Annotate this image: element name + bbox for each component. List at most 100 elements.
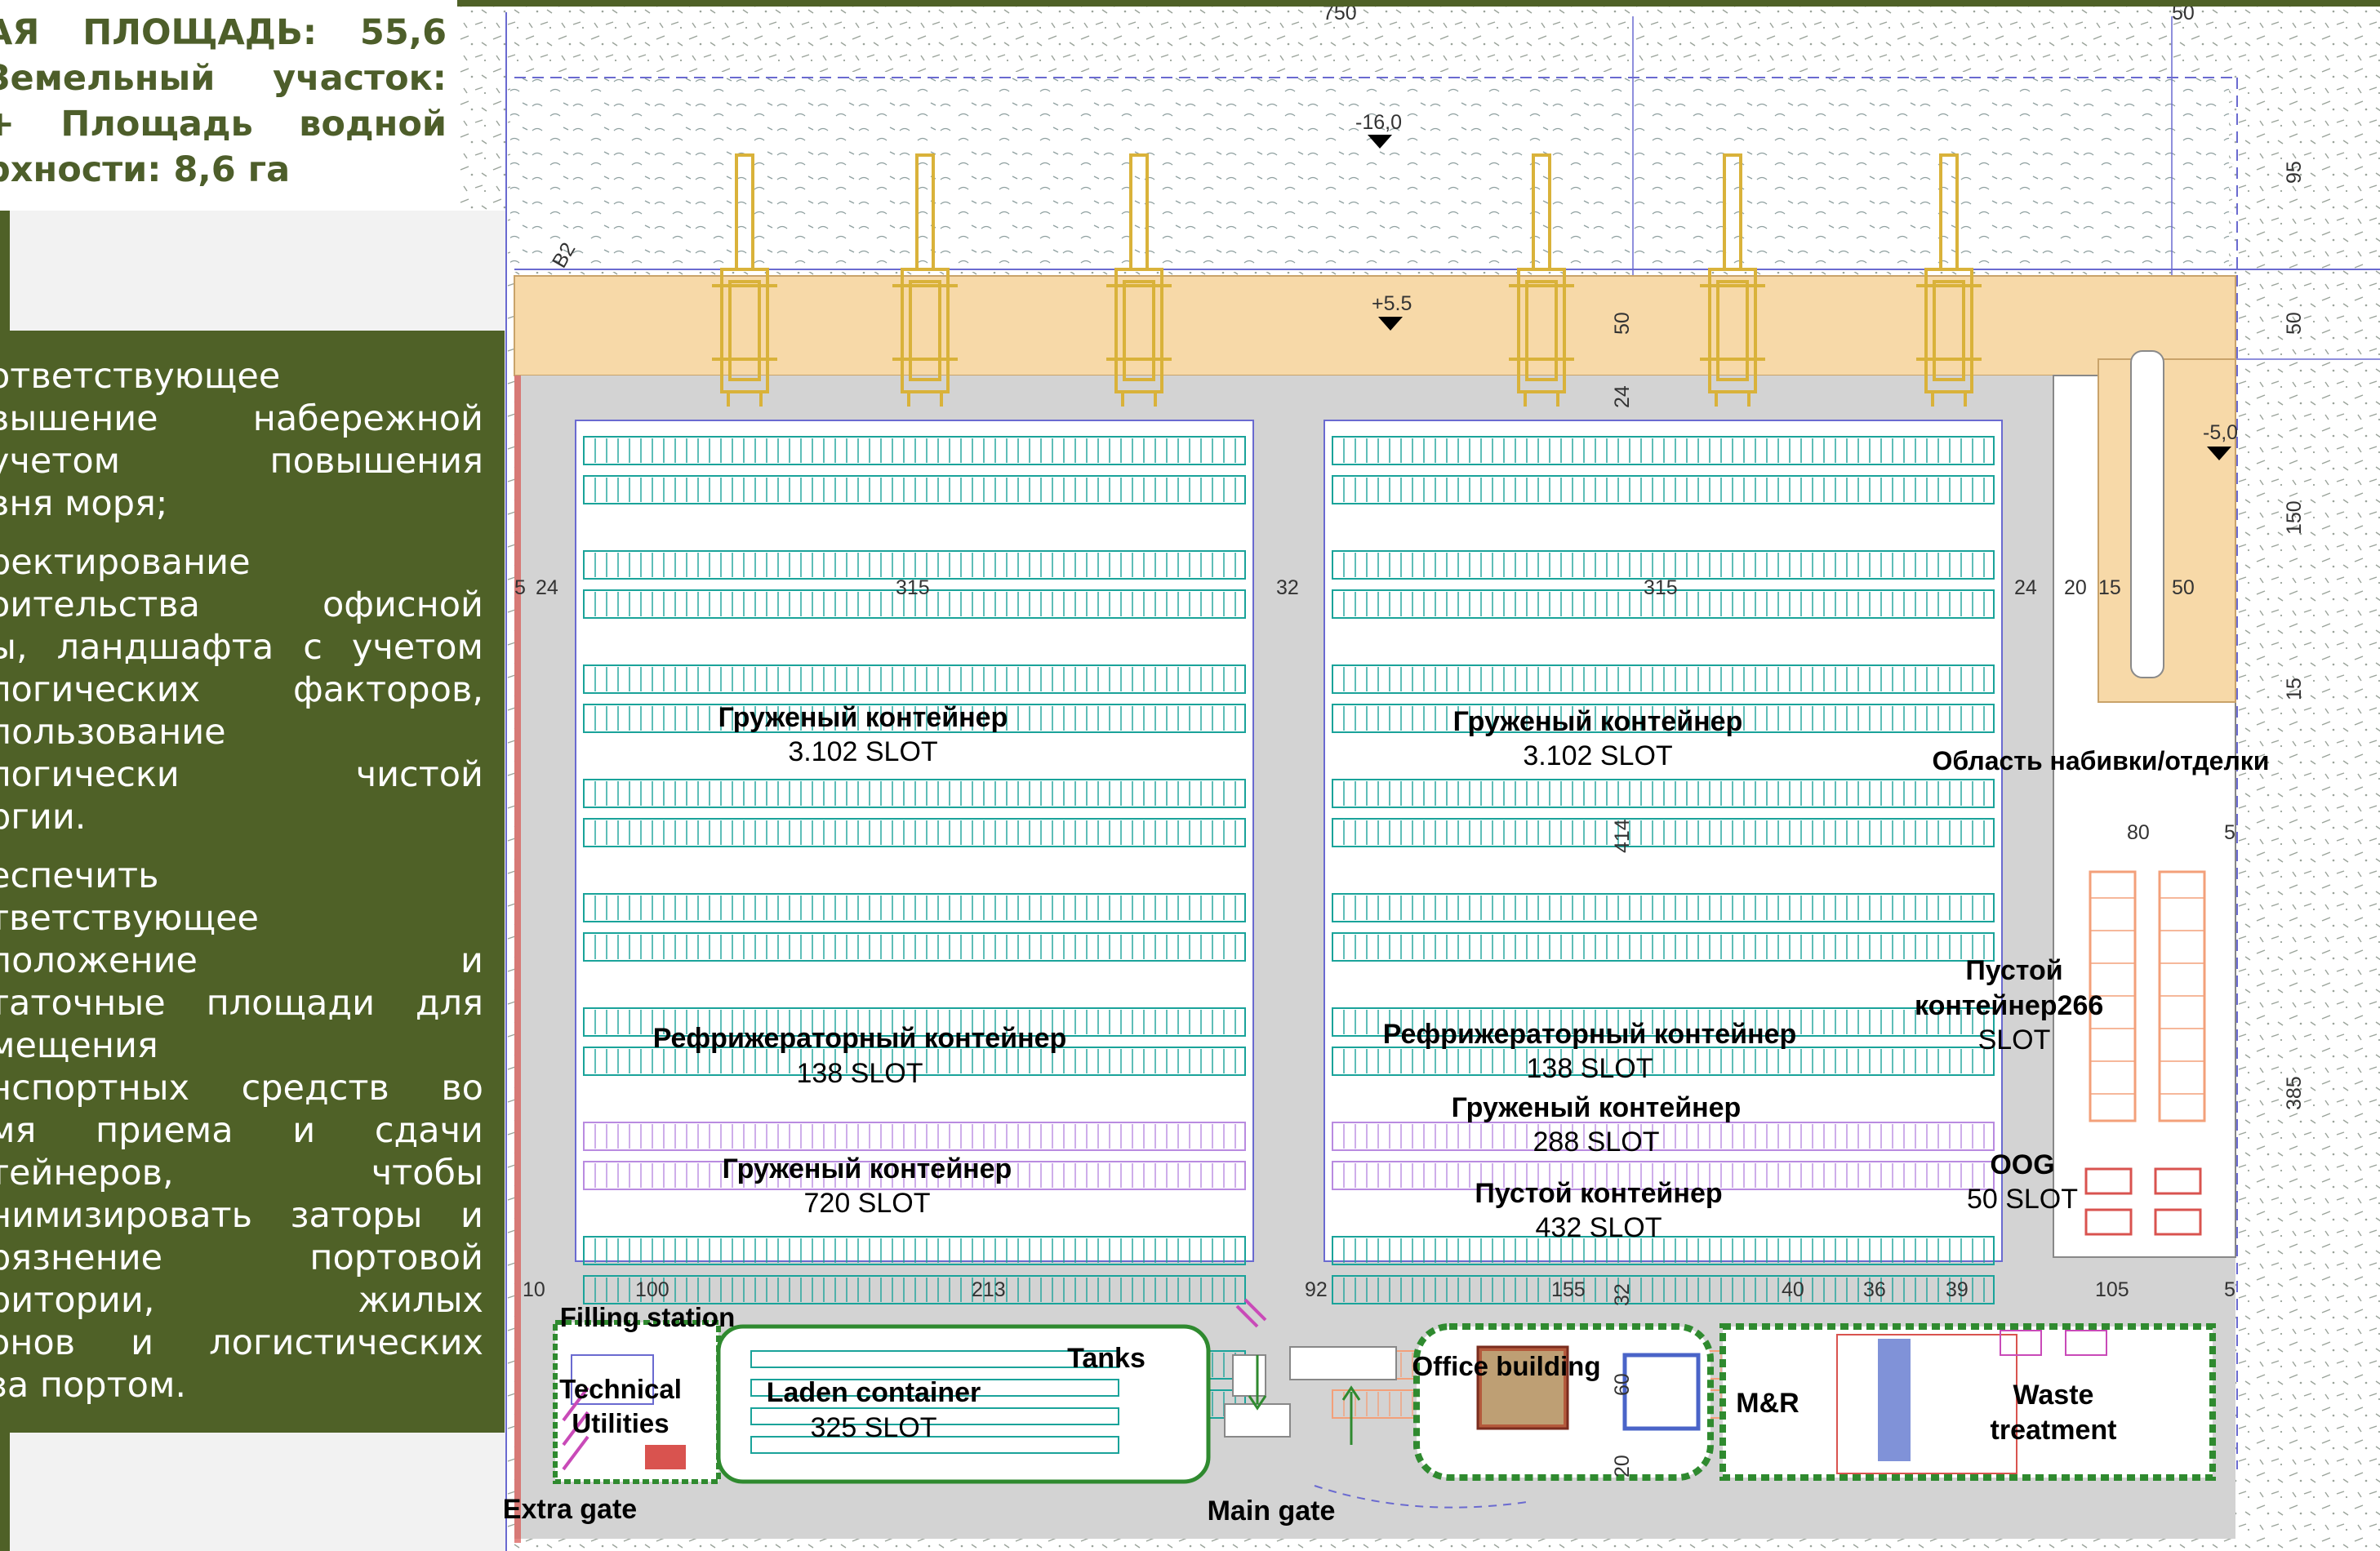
dim-depth: -16,0 xyxy=(1355,111,1402,134)
dim-r50: 50 xyxy=(2172,576,2195,599)
laden-container-slots: 325 SLOT xyxy=(811,1412,937,1443)
technical-label-1: Technical xyxy=(559,1374,682,1404)
laden-container-label: Laden container xyxy=(767,1377,981,1408)
bullet2-line4: логических факторов, xyxy=(0,669,483,710)
container-row xyxy=(583,779,1246,808)
container-row xyxy=(1332,589,1995,619)
area-line-1: АЯ ПЛОЩАДЬ: 55,6 xyxy=(0,12,447,53)
bullet1-line3: учетом повышения xyxy=(0,441,483,482)
container-row xyxy=(583,589,1246,619)
dim-315b: 315 xyxy=(1644,576,1678,599)
left-laden-label: Груженый контейнер xyxy=(718,702,1008,733)
mr-area xyxy=(1719,1323,2216,1481)
empty-side-label-3: SLOT xyxy=(1978,1024,2051,1055)
dim-24a: 24 xyxy=(1611,385,1634,408)
dim-r15: 15 xyxy=(2098,576,2121,599)
waste-label-2: treatment xyxy=(1991,1415,2117,1446)
area-summary-box: АЯ ПЛОЩАДЬ: 55,6 Земельный участок: + Пл… xyxy=(0,0,457,211)
ship-to-shore-cranes xyxy=(712,153,1982,407)
filling-station-area xyxy=(553,1320,721,1484)
container-row xyxy=(1332,1047,1995,1076)
dim-150: 150 xyxy=(2283,500,2306,535)
dim-32a: 32 xyxy=(1276,576,1299,599)
bullet3-line5: мещения xyxy=(0,1025,158,1066)
bullet3-line3: положение и xyxy=(0,940,483,981)
left-laden-slots: 3.102 SLOT xyxy=(788,736,937,767)
panel-edge-strip xyxy=(0,211,10,331)
main-gate-label: Main gate xyxy=(1208,1495,1336,1527)
right-empty-slots: 432 SLOT xyxy=(1536,1212,1662,1243)
crane-icon xyxy=(1509,153,1574,407)
empty-side-label-1: Пустой xyxy=(1965,955,2062,986)
dim-b92: 92 xyxy=(1305,1278,1328,1301)
bullet3-line6: нспортных средств во xyxy=(0,1068,483,1109)
container-row xyxy=(1332,779,1995,808)
dim-b155: 155 xyxy=(1551,1278,1586,1301)
bullet3-line8: тейнеров, чтобы xyxy=(0,1153,483,1193)
dim-b213: 213 xyxy=(972,1278,1006,1301)
bullet3-line10: рязнение портовой xyxy=(0,1238,483,1278)
area-line-2: Земельный участок: xyxy=(0,58,447,99)
dim-b10: 10 xyxy=(523,1278,545,1301)
bullet2-line5: пользование xyxy=(0,712,226,753)
panel-edge-strip-bottom xyxy=(0,1433,10,1551)
right-empty-label: Пустой контейнер xyxy=(1475,1178,1722,1209)
dim-r24: 24 xyxy=(536,576,558,599)
dim-b5: 5 xyxy=(2224,1278,2235,1301)
dim-15: 15 xyxy=(2283,678,2306,700)
container-row xyxy=(1332,436,1995,465)
bullet3-line4: таточные площади для xyxy=(0,983,483,1024)
container-row xyxy=(583,1275,1246,1304)
dim-r24b: 24 xyxy=(2014,576,2037,599)
container-row xyxy=(1332,1122,1995,1151)
dim-50a: 50 xyxy=(1611,312,1634,335)
oog-label: OOG xyxy=(1990,1149,2054,1180)
crane-icon xyxy=(712,153,777,407)
crane-icon xyxy=(1916,153,1982,407)
left-yard-rows xyxy=(583,436,1246,1419)
extra-gate-label: Extra gate xyxy=(503,1494,637,1525)
waste-label-1: Waste xyxy=(2013,1380,2094,1411)
area-line-4: рхности: 8,6 га xyxy=(0,149,291,190)
dim-b32: 32 xyxy=(1611,1283,1634,1306)
oog-slots: 50 SLOT xyxy=(1967,1184,2078,1215)
bullet2-line2: оительства офисной xyxy=(0,584,483,625)
container-row xyxy=(583,475,1246,504)
bullet3-line9: нимизировать заторы и xyxy=(0,1195,483,1236)
container-row xyxy=(1332,475,1995,504)
crane-icon xyxy=(1700,153,1765,407)
dim-414: 414 xyxy=(1611,819,1634,853)
requirements-panel: ответствующее вышение набережной учетом … xyxy=(0,331,505,1433)
dim-5a: 5 xyxy=(2224,821,2235,844)
container-row xyxy=(583,1007,1246,1037)
dim-b105: 105 xyxy=(2095,1278,2129,1301)
dim-95: 95 xyxy=(2283,161,2306,184)
container-row xyxy=(1332,1275,1995,1304)
container-row xyxy=(583,1047,1246,1076)
dim-b60: 60 xyxy=(1611,1373,1634,1396)
dim-b20: 20 xyxy=(1611,1455,1634,1478)
left-laden2-slots: 720 SLOT xyxy=(804,1188,931,1219)
crane-icon xyxy=(892,153,958,407)
container-row xyxy=(583,664,1246,694)
right-reefer-label: Рефрижераторный контейнер xyxy=(1383,1019,1797,1050)
container-row xyxy=(583,1122,1246,1151)
dim-315a: 315 xyxy=(896,576,930,599)
container-row xyxy=(1332,818,1995,847)
container-row xyxy=(583,704,1246,733)
depth-marker-icon xyxy=(1368,135,1392,149)
left-reefer-slots: 138 SLOT xyxy=(797,1058,923,1089)
bullet1-line4: вня моря; xyxy=(0,483,168,524)
bullet2-line7: ргии. xyxy=(0,797,87,838)
container-row xyxy=(583,550,1246,580)
right-laden-label: Груженый контейнер xyxy=(1453,706,1743,737)
left-laden2-label: Груженый контейнер xyxy=(723,1153,1012,1184)
container-row xyxy=(1332,932,1995,962)
empty-side-word: контейнер266 xyxy=(1915,990,2103,1021)
container-row xyxy=(583,932,1246,962)
right-reefer-slots: 138 SLOT xyxy=(1527,1053,1653,1084)
dim-level: +5.5 xyxy=(1372,292,1412,315)
dim-b39: 39 xyxy=(1946,1278,1969,1301)
tanks-label: Tanks xyxy=(1067,1343,1146,1374)
dim-r20: 20 xyxy=(2064,576,2087,599)
